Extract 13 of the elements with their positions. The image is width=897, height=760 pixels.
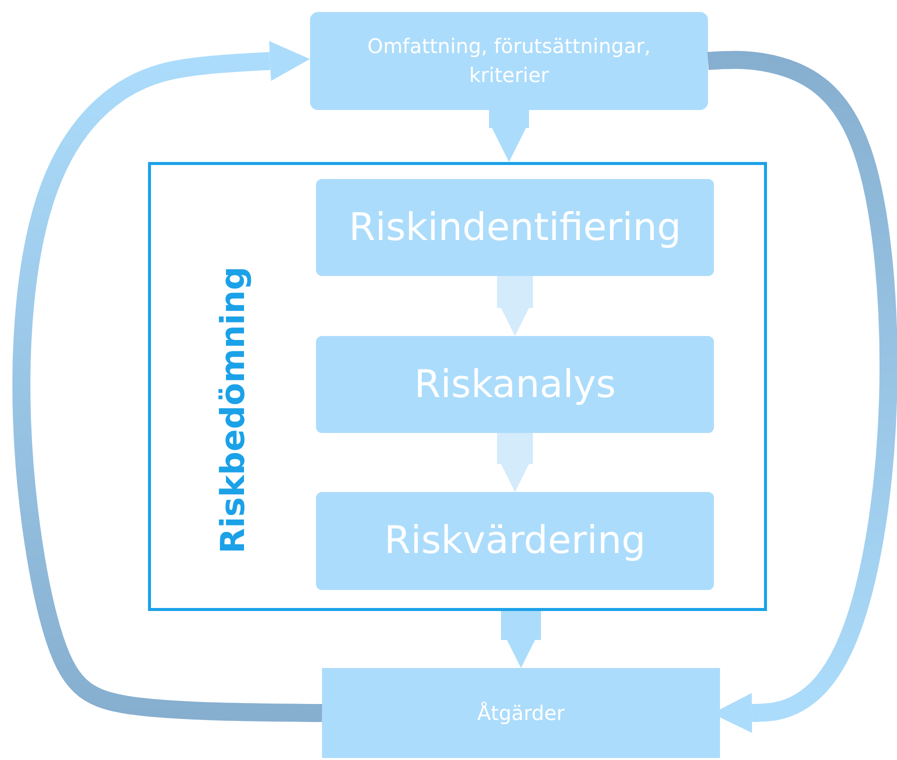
block-arrow [497,433,533,492]
step-box: Riskanalys [316,336,714,433]
step-box: Riskvärdering [316,492,714,590]
block-arrow [501,611,541,668]
curved-arrow [707,50,897,733]
scope-box: Omfattning, förutsättningar, kriterier [310,12,708,110]
assessment-frame [148,162,767,611]
step-box: Riskindentifiering [316,179,714,276]
block-arrow [489,110,529,162]
block-arrow [497,276,533,336]
curved-arrow [12,41,322,722]
frame-title: Riskbedömning [212,266,254,554]
action-box: Åtgärder [322,668,720,758]
